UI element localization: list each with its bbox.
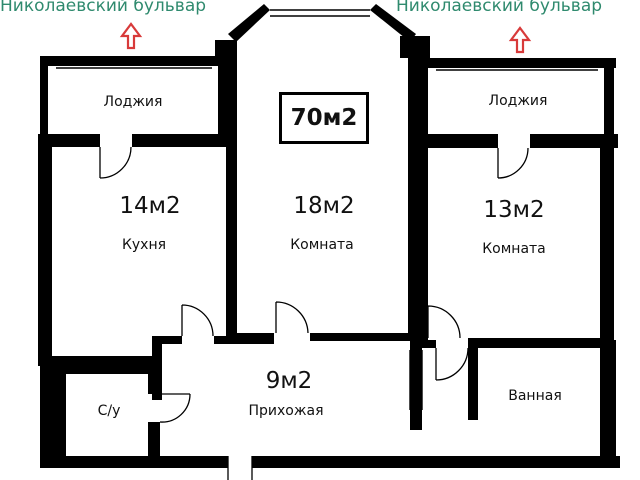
wall <box>420 340 436 348</box>
room-right-label: Комната <box>482 241 546 257</box>
windows <box>56 9 598 410</box>
wall <box>38 134 100 147</box>
door-swing <box>435 347 469 381</box>
street-label-right: Николаевский бульвар <box>396 0 603 16</box>
hall-area: 9м2 <box>265 368 313 394</box>
loggia-left-label: Лоджия <box>103 94 163 110</box>
wc-label: С/у <box>97 403 121 419</box>
room-center-area: 18м2 <box>293 193 355 219</box>
wall <box>40 366 66 466</box>
wall <box>148 422 160 466</box>
wall <box>214 336 274 344</box>
loggia-right-label: Лоджия <box>488 93 548 109</box>
walls <box>38 4 620 468</box>
arrow-up-icon <box>508 26 532 54</box>
door-swing <box>159 393 191 423</box>
wall <box>420 134 498 148</box>
wall <box>40 56 228 66</box>
wall <box>604 58 614 138</box>
door-swing <box>99 146 132 179</box>
street-label-left: Николаевский бульвар <box>0 0 207 16</box>
wall <box>530 134 618 148</box>
wall <box>310 333 420 341</box>
wall <box>600 134 614 346</box>
wall <box>410 340 422 430</box>
entrance-door <box>227 456 253 480</box>
door-swing <box>275 301 309 334</box>
wall <box>468 340 478 420</box>
room-center-label: Комната <box>290 237 354 253</box>
room-right-area: 13м2 <box>483 197 545 223</box>
wall <box>40 56 48 134</box>
door-swing <box>497 147 529 179</box>
wall <box>252 456 620 468</box>
wall <box>148 366 160 394</box>
wall <box>38 134 52 366</box>
doors <box>99 146 529 480</box>
wall <box>468 338 614 348</box>
wall <box>226 40 237 337</box>
wall <box>420 58 616 68</box>
wall <box>600 340 616 468</box>
wall <box>420 58 428 136</box>
wall <box>228 4 270 42</box>
wall <box>218 56 228 136</box>
kitchen-label: Кухня <box>121 237 167 253</box>
door-swing <box>427 305 461 339</box>
hall-label: Прихожая <box>248 403 324 419</box>
arrows <box>119 22 532 54</box>
wall <box>152 336 182 344</box>
arrow-up-icon <box>119 22 143 50</box>
door-swing <box>181 304 214 337</box>
wall <box>370 4 416 42</box>
bath-label: Ванная <box>508 388 562 404</box>
wall <box>40 456 228 468</box>
total-area: 70м2 <box>279 92 369 144</box>
wall <box>408 40 420 337</box>
wall <box>38 356 160 366</box>
wall <box>40 366 150 374</box>
wall <box>420 134 428 342</box>
kitchen-area: 14м2 <box>119 193 181 219</box>
wall <box>132 134 228 147</box>
